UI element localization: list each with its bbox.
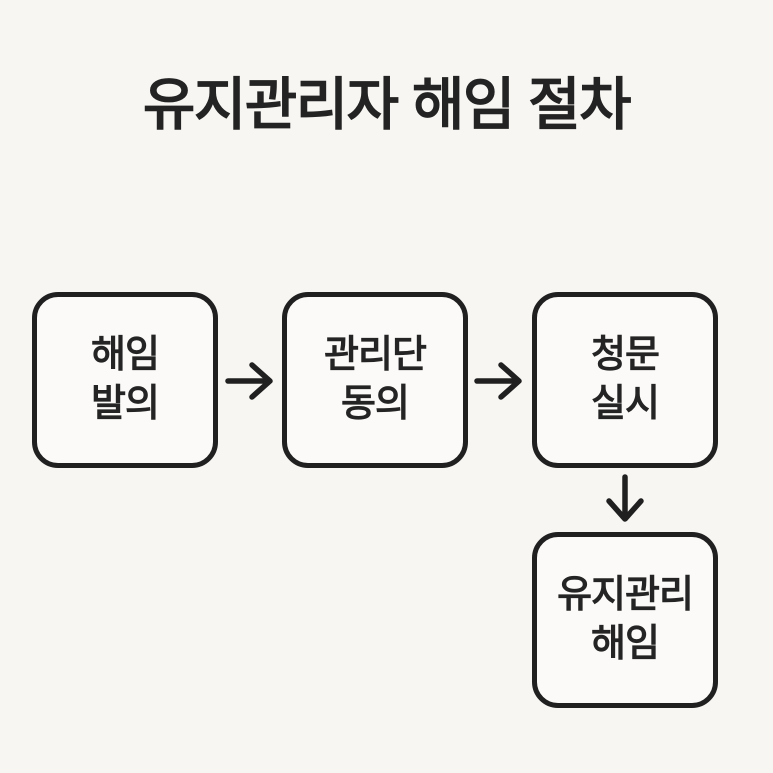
arrow-right-icon: [225, 359, 275, 403]
arrow-down-icon: [603, 474, 647, 524]
flow-step-label: 관리단 동의: [324, 334, 427, 425]
flow-step-management-body-consent: 관리단 동의: [282, 292, 468, 468]
page-title: 유지관리자 해임 절차: [142, 73, 632, 137]
flow-step-label: 유지관리 해임: [557, 574, 694, 665]
flow-step-hearing-held: 청문 실시: [532, 292, 718, 468]
flow-step-maintenance-manager-dismissed: 유지관리 해임: [532, 532, 718, 708]
arrow-right-icon: [474, 359, 524, 403]
flow-step-label: 해임 발의: [91, 334, 160, 425]
flow-step-dismissal-proposal: 해임 발의: [32, 292, 218, 468]
flow-step-label: 청문 실시: [591, 334, 660, 425]
